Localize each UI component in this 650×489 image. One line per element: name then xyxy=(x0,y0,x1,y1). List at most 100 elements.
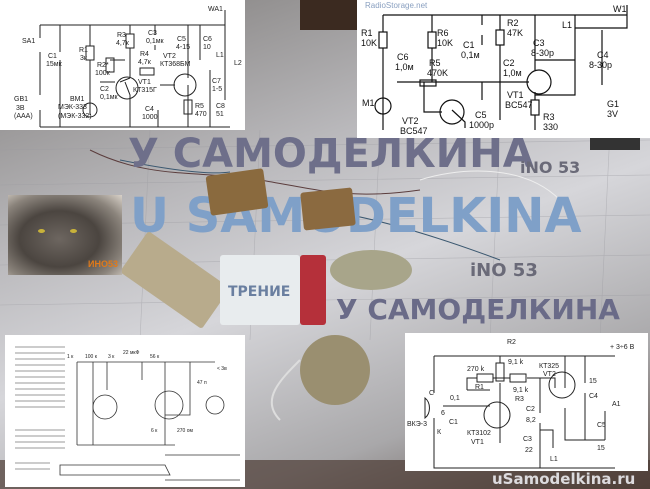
label-r6: R6 xyxy=(437,28,449,38)
schematic-wires xyxy=(15,346,240,481)
label-c6-value: 1,0м xyxy=(395,62,414,72)
label-c1: C1 xyxy=(48,53,57,60)
label-c7: C7 xyxy=(212,78,221,85)
label-c5-value: 1000p xyxy=(469,120,495,130)
label-c6-value: 10 xyxy=(203,44,211,51)
label-l1: L1 xyxy=(550,456,558,463)
handwriting-3: U SAMODELKINA xyxy=(130,188,582,244)
label-r3-value: 4,7к xyxy=(116,40,129,47)
label-mic-c: C xyxy=(429,390,435,397)
label-r-56k: 56 к xyxy=(150,354,160,360)
label-r3-value: 9,1 k xyxy=(513,387,529,394)
label-gb1-voltage: 3В xyxy=(16,105,25,112)
label-r5: R5 xyxy=(195,103,204,110)
label-r2: R2* xyxy=(97,62,109,69)
label-c7-value: 1-5 xyxy=(212,86,223,93)
label-vt1-type: КТ315Г xyxy=(133,87,157,94)
label-c3-value: 22 xyxy=(525,447,533,454)
label-r3-value: 330 xyxy=(543,122,559,132)
label-c5: C5 xyxy=(177,36,186,43)
label-c-47p: 47 п xyxy=(197,380,207,386)
label-m1: M1 xyxy=(362,98,375,108)
label-c3: C3 xyxy=(533,38,545,48)
label-c3-value: 8-30p xyxy=(531,48,555,58)
label-r-3k: 3 к xyxy=(108,354,115,360)
label-r5-value: 470 xyxy=(195,111,207,118)
schematic-bottom-left: 1 к 100 к 3 к 22 мкФ 56 к 6 к 270 ом 47 … xyxy=(5,335,245,487)
cat-eye xyxy=(70,229,77,233)
label-a1: A1 xyxy=(612,401,621,408)
label-c4: C4 xyxy=(589,393,598,400)
usamodelkina-watermark: uSamodelkina.ru xyxy=(492,470,636,488)
label-vt2: VT2 xyxy=(402,116,419,126)
battery-red-band xyxy=(300,255,326,325)
label-g1-voltage: 3V xyxy=(607,109,619,119)
label-c1: C1 xyxy=(463,40,475,50)
label-supply-voltage: + 3÷6 В xyxy=(610,344,635,351)
label-mic-6: 6 xyxy=(441,410,445,417)
label-l1: L1 xyxy=(562,20,573,30)
label-c6: C6 xyxy=(397,52,409,62)
label-c1: C1 xyxy=(449,419,458,426)
label-c6: C6 xyxy=(203,36,212,43)
label-r2: R2 xyxy=(507,18,519,28)
label-r2-value: 100к xyxy=(95,70,110,77)
label-c4: C4 xyxy=(597,50,609,60)
radiostorage-watermark: RadioStorage.net xyxy=(365,1,428,10)
label-c3-value: 0,1мк xyxy=(146,38,164,45)
label-vt1-type: КТ3102 xyxy=(467,430,491,437)
label-c1-value: 0,1 xyxy=(450,395,460,402)
label-r4: R4 xyxy=(140,51,149,58)
label-c4: C4 xyxy=(145,106,154,113)
label-c5: C5 xyxy=(475,110,487,120)
label-r2-value: 47K xyxy=(507,28,524,38)
label-c3: C3 xyxy=(523,436,532,443)
label-vt1: VT1 xyxy=(471,439,484,446)
label-r5-value: 470K xyxy=(427,68,449,78)
cat-eye xyxy=(38,229,45,233)
label-gb1-type: (AAA) xyxy=(14,113,33,120)
label-c2-value: 8,2 xyxy=(526,417,536,424)
cat-photo: ИНО53 xyxy=(8,195,122,275)
label-c-22uf: 22 мкФ xyxy=(123,350,140,356)
label-bm1: BM1 xyxy=(70,96,85,103)
label-c2: C2 xyxy=(100,86,109,93)
schematic-wires xyxy=(424,355,615,469)
handwriting-5: У САМОДЕЛКИНА xyxy=(336,293,620,326)
battery: ТРЕНИЕ xyxy=(220,255,300,325)
label-vt1-type: BC547 xyxy=(505,100,533,110)
wires xyxy=(89,149,561,421)
label-r6-value: 10K xyxy=(437,38,454,48)
label-c1-value: 0,1м xyxy=(461,50,480,60)
schematic-bottom-right: R2 + 3÷6 В 9,1 k КТ325 VT2 270 k 9,1 k 1… xyxy=(405,333,648,471)
label-r2: R2 xyxy=(507,339,516,346)
label-c4-value: 15 xyxy=(589,378,597,385)
label-c8: C8 xyxy=(216,103,225,110)
circuit-board-small-1 xyxy=(205,168,269,216)
label-c5: C5 xyxy=(597,422,606,429)
label-vt2-type: BC547 xyxy=(400,126,428,136)
label-sa1: SA1 xyxy=(22,38,36,45)
label-vt1: VT1 xyxy=(138,79,151,86)
label-c4-value: 1000 xyxy=(142,114,158,121)
battery-label: ТРЕНИЕ xyxy=(228,284,291,300)
label-voltage: < 3в xyxy=(217,366,227,372)
label-l2: L2 xyxy=(234,60,242,67)
label-r-6k: 6 к xyxy=(151,428,158,434)
label-c4-value: 8-30p xyxy=(589,60,613,70)
handwriting-1: У САМОДЕЛКИНА xyxy=(128,131,534,177)
label-wa1: WA1 xyxy=(208,6,223,13)
label-r3: R3 xyxy=(543,112,555,122)
label-r1-value: 270 k xyxy=(467,366,485,373)
schematic-wires xyxy=(374,5,628,130)
label-c5-value: 15 xyxy=(597,445,605,452)
label-r1: R1 xyxy=(475,384,484,391)
label-r-270: 270 ом xyxy=(177,428,193,434)
label-c2: C2 xyxy=(503,58,515,68)
round-circuit-board xyxy=(330,250,412,290)
label-r1: R1 xyxy=(361,28,373,38)
label-vt1: VT1 xyxy=(507,90,524,100)
label-vt2: VT2 xyxy=(543,371,556,378)
label-vt2-type: КТ368БМ xyxy=(160,61,191,68)
label-gb1: GB1 xyxy=(14,96,29,103)
